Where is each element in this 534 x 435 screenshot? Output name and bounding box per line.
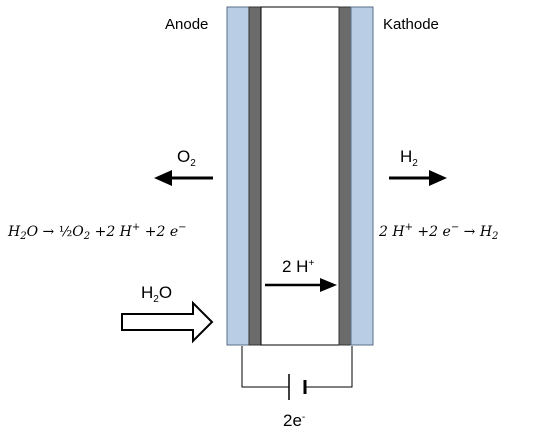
membrane [260, 6, 340, 346]
cathode-plate [350, 6, 374, 346]
electrolysis-cell [226, 6, 374, 346]
h2-arrow-icon [389, 170, 447, 186]
proton-label: 2 H+ [282, 257, 314, 276]
o2-arrow-icon [154, 170, 213, 186]
cathode-label: Kathode [383, 16, 439, 33]
o2-label: O2 [177, 147, 196, 169]
h2o-label: H2O [141, 283, 172, 305]
electron-label: 2e- [283, 411, 305, 430]
external-circuit [241, 346, 353, 400]
anode-equation: H2O → ½O2 +2 H+ +2 e− [7, 222, 187, 242]
h2o-input-arrow-icon [121, 300, 214, 344]
anode-plate [226, 6, 250, 346]
proton-arrow-icon [265, 278, 337, 292]
anode-catalyst-layer [248, 6, 262, 346]
cathode-equation: 2 H+ +2 e− → H2 [378, 222, 498, 242]
cathode-catalyst-layer [338, 6, 352, 346]
h2-label: H2 [400, 147, 418, 169]
anode-label: Anode [165, 16, 208, 33]
